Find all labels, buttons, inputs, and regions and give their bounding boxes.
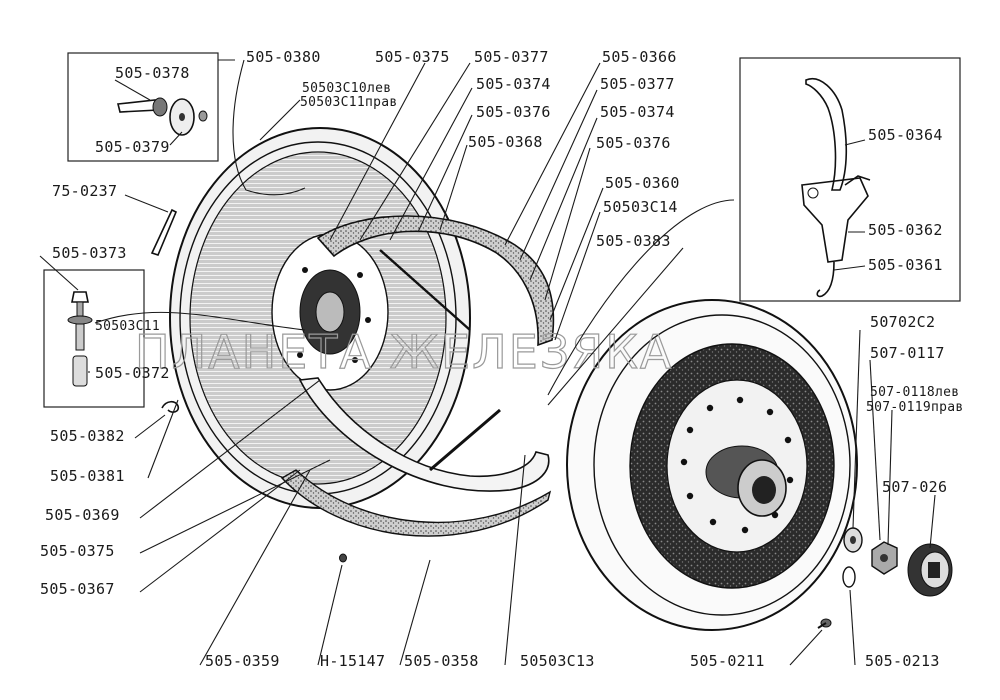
label-505-0373: 505-0373 (52, 244, 127, 262)
inset-box-0378 (67, 52, 219, 162)
label-507-0118: 507-0118лев (870, 385, 959, 400)
bolt-0211-part (817, 618, 832, 629)
leader-lines (39, 59, 936, 666)
label-505-0381: 505-0381 (50, 467, 125, 485)
label-505-0367: 505-0367 (40, 580, 115, 598)
label-505-0375-top: 505-0375 (375, 48, 450, 66)
label-505-0383: 505-0383 (596, 232, 671, 250)
label-75-0237: 75-0237 (52, 182, 117, 200)
label-50503c11-right: 50503С11прав (300, 95, 398, 110)
label-505-0359: 505-0359 (205, 652, 280, 670)
label-505-0369: 505-0369 (45, 506, 120, 524)
inset-box-0373 (43, 269, 145, 408)
label-505-0377-top: 505-0377 (474, 48, 549, 66)
label-505-0376-right: 505-0376 (596, 134, 671, 152)
part-labels: 505-0378 505-0379 505-0380 50503С10лев 5… (40, 48, 964, 670)
label-50503c10: 50503С10лев (302, 81, 391, 96)
washer-0213-part (842, 527, 863, 588)
label-505-0379: 505-0379 (95, 138, 170, 156)
label-505-0368: 505-0368 (468, 133, 543, 151)
label-h-15147: Н-15147 (320, 652, 385, 670)
label-505-0358: 505-0358 (404, 652, 479, 670)
label-507-0117: 507-0117 (870, 344, 945, 362)
valve-0373-part (67, 291, 93, 387)
brake-drum-part (566, 299, 858, 631)
label-50503c11: 50503С11 (95, 319, 160, 334)
cap-026-part (907, 543, 953, 597)
label-505-0362: 505-0362 (868, 221, 943, 239)
nut-part (871, 541, 898, 575)
pin-15147-part (339, 553, 347, 563)
label-505-0213: 505-0213 (865, 652, 940, 670)
label-507-0119: 507-0119прав (866, 400, 964, 415)
label-505-0382: 505-0382 (50, 427, 125, 445)
label-50702c2: 50702С2 (870, 313, 935, 331)
label-505-0374-right: 505-0374 (600, 103, 675, 121)
label-505-0377-right: 505-0377 (600, 75, 675, 93)
label-505-0364: 505-0364 (868, 126, 943, 144)
label-505-0380: 505-0380 (246, 48, 321, 66)
clip-0237-part (150, 208, 178, 256)
clip-0382-part (161, 400, 180, 413)
label-505-0360: 505-0360 (605, 174, 680, 192)
label-505-0361: 505-0361 (868, 256, 943, 274)
label-505-0375-left: 505-0375 (40, 542, 115, 560)
label-505-0211: 505-0211 (690, 652, 765, 670)
lever-0364-part (801, 77, 871, 298)
label-505-0366: 505-0366 (602, 48, 677, 66)
label-505-0372: 505-0372 (95, 364, 170, 382)
watermark: ПЛАНЕТА ЖЕЛЕЗЯКА (135, 325, 673, 379)
label-505-0374-top: 505-0374 (476, 75, 551, 93)
inset-box-0364 (739, 57, 961, 302)
label-50503c14: 50503С14 (603, 198, 678, 216)
bolt-0378-part (117, 97, 208, 136)
label-505-0376-top: 505-0376 (476, 103, 551, 121)
label-50503c13: 50503С13 (520, 652, 595, 670)
label-507-026: 507-026 (882, 478, 947, 496)
label-505-0378: 505-0378 (115, 64, 190, 82)
backing-plate-part (169, 127, 471, 509)
brake-shoes-part (280, 215, 555, 537)
